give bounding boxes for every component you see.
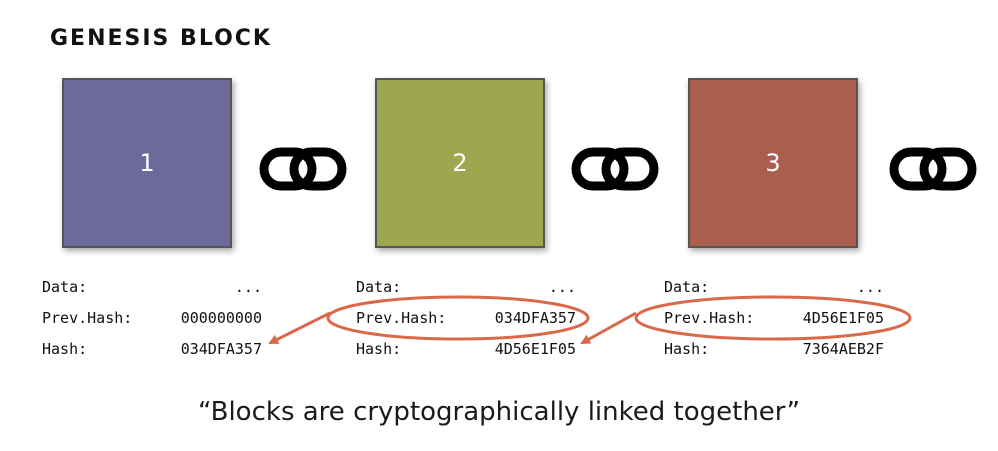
data-label: Data: bbox=[42, 278, 88, 296]
hash-value: 4D56E1F05 bbox=[494, 340, 576, 358]
prev-hash-row: Prev.Hash: 4D56E1F05 bbox=[664, 303, 884, 334]
data-row: Data: ... bbox=[664, 272, 884, 303]
data-label: Data: bbox=[664, 278, 710, 296]
prev-hash-row: Prev.Hash: 034DFA357 bbox=[356, 303, 576, 334]
block-3-number: 3 bbox=[765, 149, 781, 177]
hash-value: 034DFA357 bbox=[180, 340, 262, 358]
block-3-info: Data: ... Prev.Hash: 4D56E1F05 Hash: 736… bbox=[664, 272, 884, 365]
data-row: Data: ... bbox=[42, 272, 262, 303]
hash-value: 7364AEB2F bbox=[802, 340, 884, 358]
block-2-number: 2 bbox=[452, 149, 468, 177]
prev-hash-label: Prev.Hash: bbox=[42, 309, 133, 327]
hash-row: Hash: 4D56E1F05 bbox=[356, 334, 576, 365]
data-value: ... bbox=[856, 278, 884, 296]
block-1: 1 bbox=[62, 78, 232, 248]
prev-hash-value: 034DFA357 bbox=[494, 309, 576, 327]
chain-link-icon bbox=[571, 147, 659, 191]
prev-hash-label: Prev.Hash: bbox=[356, 309, 447, 327]
hash-label: Hash: bbox=[356, 340, 402, 358]
chain-link-icon bbox=[889, 147, 977, 191]
block-2: 2 bbox=[375, 78, 545, 248]
genesis-block-label: GENESIS BLOCK bbox=[50, 26, 272, 51]
hash-row: Hash: 034DFA357 bbox=[42, 334, 262, 365]
block-3: 3 bbox=[688, 78, 858, 248]
hash-label: Hash: bbox=[664, 340, 710, 358]
prev-hash-label: Prev.Hash: bbox=[664, 309, 755, 327]
data-label: Data: bbox=[356, 278, 402, 296]
data-value: ... bbox=[548, 278, 576, 296]
prev-hash-value: 4D56E1F05 bbox=[802, 309, 884, 327]
data-value: ... bbox=[234, 278, 262, 296]
block-2-info: Data: ... Prev.Hash: 034DFA357 Hash: 4D5… bbox=[356, 272, 576, 365]
chain-link-icon bbox=[259, 147, 347, 191]
block-1-info: Data: ... Prev.Hash: 000000000 Hash: 034… bbox=[42, 272, 262, 365]
caption: “Blocks are cryptographically linked tog… bbox=[197, 397, 801, 427]
hash-row: Hash: 7364AEB2F bbox=[664, 334, 884, 365]
link-arrow bbox=[268, 311, 331, 345]
hash-label: Hash: bbox=[42, 340, 88, 358]
data-row: Data: ... bbox=[356, 272, 576, 303]
prev-hash-value: 000000000 bbox=[180, 309, 262, 327]
link-arrow bbox=[580, 311, 637, 345]
block-1-number: 1 bbox=[139, 149, 155, 177]
prev-hash-row: Prev.Hash: 000000000 bbox=[42, 303, 262, 334]
